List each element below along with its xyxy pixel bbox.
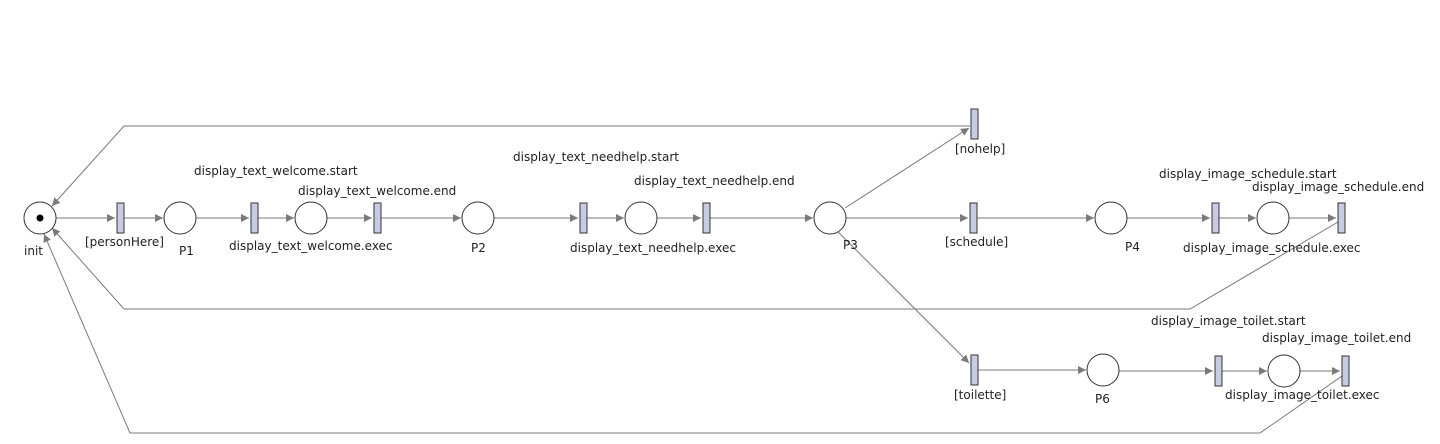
transition-personhere[interactable]: [personHere] [85,202,164,249]
transition-toilet-img-end[interactable]: display_image_toilet.end [1262,331,1411,387]
transition-schedule-img-start[interactable]: display_image_schedule.start display_ima… [1159,167,1360,255]
place-needhelp-exec[interactable] [624,201,658,235]
transition-toilette[interactable]: [toilette] [954,354,1006,402]
place-p2-label: P2 [471,241,486,255]
transition-toilet-img-exec-label: display_image_toilet.exec [1225,388,1380,402]
place-init-label: init [24,244,43,258]
place-init[interactable]: init [23,201,57,258]
arcs [43,125,1343,434]
place-p4-label: P4 [1125,240,1140,254]
transition-welcome-start[interactable]: display_text_welcome.start display_text_… [194,164,393,253]
transition-needhelp-end-label: display_text_needhelp.end [634,174,795,188]
transition-schedule-img-end-label: display_image_schedule.end [1252,180,1424,194]
transition-toilet-img-end-label: display_image_toilet.end [1262,331,1411,345]
transition-welcome-start-label: display_text_welcome.start [194,164,358,178]
place-welcome-exec[interactable] [294,201,328,235]
place-p3[interactable]: P3 [813,201,858,252]
transition-nohelp-label: [nohelp] [955,142,1005,156]
transition-welcome-exec-label: display_text_welcome.exec [229,239,393,253]
places: init P1 P2 P3 P4 P6 [23,201,1301,406]
place-p1-label: P1 [179,244,194,258]
place-p3-label: P3 [843,238,858,252]
arc-toiletimgend-init [43,233,1343,434]
transition-needhelp-exec-label: display_text_needhelp.exec [570,241,736,255]
transition-schedule-label: [schedule] [945,235,1008,249]
transition-needhelp-start[interactable]: display_text_needhelp.start display_text… [513,150,736,255]
arc-nohelp-init [51,125,970,207]
place-toilet-exec[interactable] [1267,354,1301,388]
transition-schedule-img-exec-label: display_image_schedule.exec [1183,241,1360,255]
transition-toilet-img-start[interactable]: display_image_toilet.start display_image… [1151,314,1380,402]
transitions: [personHere] display_text_welcome.start … [85,108,1424,402]
arc-p3-nohelp [844,127,970,209]
token-icon [36,214,44,222]
transition-nohelp[interactable]: [nohelp] [955,108,1005,156]
transition-schedule[interactable]: [schedule] [945,202,1008,249]
place-p1[interactable]: P1 [163,201,197,258]
place-p2[interactable]: P2 [461,201,495,255]
transition-toilette-label: [toilette] [954,388,1006,402]
arc-p3-toilette [837,231,970,364]
transition-needhelp-start-label: display_text_needhelp.start [513,150,679,164]
transition-schedule-img-end[interactable]: display_image_schedule.end [1252,180,1424,234]
transition-toilet-img-start-label: display_image_toilet.start [1151,314,1306,328]
arc-scheduleimgend-init [51,221,1339,310]
transition-schedule-img-start-label: display_image_schedule.start [1159,167,1337,181]
place-schedule-exec[interactable] [1256,201,1290,235]
transition-welcome-end-label: display_text_welcome.end [298,184,456,198]
transition-needhelp-end[interactable]: display_text_needhelp.end [634,174,795,234]
transition-personhere-label: [personHere] [85,235,164,249]
place-p6-label: P6 [1095,392,1110,406]
place-p6[interactable]: P6 [1086,353,1120,406]
transition-welcome-end[interactable]: display_text_welcome.end [298,184,456,234]
place-p4[interactable]: P4 [1094,201,1140,254]
